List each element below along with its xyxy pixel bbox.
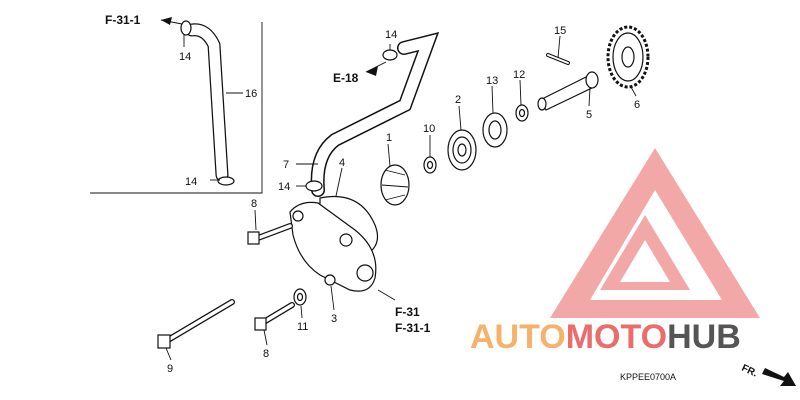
callout-3: 3: [331, 313, 337, 325]
washer-11: [293, 288, 307, 306]
pump-cover-3: [289, 201, 377, 292]
callout-8: 8: [263, 348, 269, 360]
watermark-hub: HUB: [667, 318, 741, 356]
callout-1: 1: [386, 132, 392, 144]
watermark-logo: [550, 148, 760, 318]
callout-7: 7: [283, 159, 289, 171]
diagram-code: KPPEE0700A: [620, 372, 676, 382]
callout-4: 4: [339, 157, 345, 169]
hose-7: [310, 32, 440, 197]
washer-12: [515, 104, 529, 122]
ref-f31-1-top[interactable]: F-31-1: [105, 13, 141, 27]
front-arrow-icon: [762, 368, 796, 386]
callout-11: 11: [297, 321, 308, 333]
gear-6: [606, 25, 650, 89]
callout-15: 15: [554, 25, 566, 37]
hose-clamp-e18: [382, 49, 398, 61]
callout-8: 8: [251, 198, 257, 210]
e18-arrow-icon: [366, 66, 378, 76]
callout-14: 14: [385, 29, 397, 41]
front-label: FR.: [740, 363, 759, 380]
hose-clamp-bottom: [217, 176, 235, 186]
callout-13: 13: [486, 75, 498, 87]
callout-2: 2: [455, 94, 461, 106]
callout-10: 10: [423, 123, 435, 135]
leader-lines: [160, 19, 637, 361]
bolt-9: [157, 299, 235, 349]
callout-14: 14: [185, 176, 197, 188]
callout-6: 6: [634, 99, 640, 111]
ref-f31[interactable]: F-31: [395, 305, 420, 319]
seal-2: [447, 129, 477, 171]
bearing-13: [482, 112, 508, 148]
hose-clamp-top: [180, 20, 192, 36]
watermark-text: AUTOMOTOHUB: [470, 318, 741, 356]
pin-15: [546, 53, 570, 65]
hose-clamp-7: [305, 180, 323, 192]
callout-16: 16: [245, 88, 257, 100]
washer-10: [423, 156, 437, 174]
callout-9: 9: [167, 363, 173, 375]
ref-f31-1-bottom[interactable]: F-31-1: [395, 321, 431, 335]
watermark-auto: AUTO: [470, 318, 566, 356]
watermark-moto: MOTO: [566, 318, 667, 356]
callout-5: 5: [586, 109, 592, 121]
impeller-1: [380, 164, 410, 206]
f31-1-top-arrow-icon: [161, 17, 172, 25]
bolt-8-upper: [247, 223, 293, 245]
ref-e18[interactable]: E-18: [333, 71, 359, 85]
callout-14: 14: [179, 51, 191, 63]
shaft-5: [537, 71, 599, 111]
inset-frame: [90, 22, 263, 194]
callout-14: 14: [278, 181, 290, 193]
hose-16: [185, 23, 229, 182]
svg-text:AUTOMOTOHUB: AUTOMOTOHUB: [470, 318, 741, 356]
callout-12: 12: [513, 69, 525, 81]
bolt-8-lower: [254, 302, 295, 331]
front-direction-indicator: FR.: [740, 363, 796, 386]
